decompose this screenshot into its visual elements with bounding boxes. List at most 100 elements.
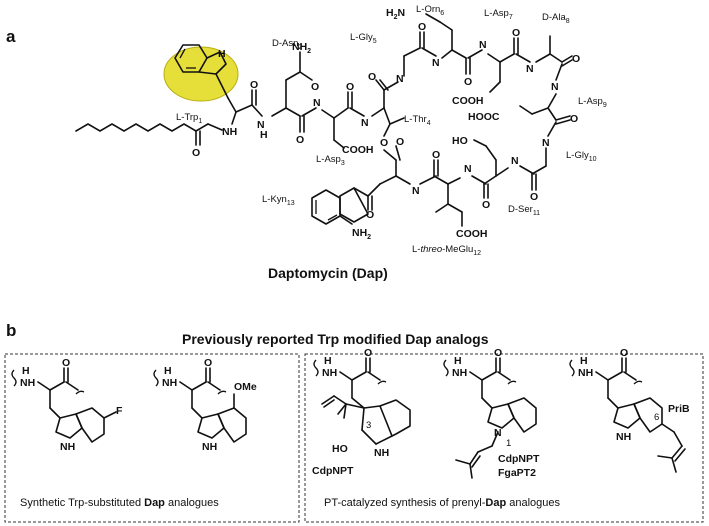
kyn-nh2: NH2: [352, 227, 371, 241]
asp9-n: N: [551, 81, 559, 93]
asn-n: N: [313, 97, 321, 109]
synthetic-analogues-box: [4, 353, 300, 523]
trp-nh-h: H: [260, 129, 268, 141]
analogue-n1-prenyl: NH H O N 1 CdpNPT FgaPT2: [443, 347, 540, 479]
svg-text:1: 1: [506, 438, 511, 449]
orn-h2n: H2N: [386, 7, 405, 21]
asp3-cooh: COOH: [342, 144, 374, 156]
svg-text:H: H: [22, 365, 30, 377]
asp7-n: N: [479, 39, 487, 51]
compound-title: Daptomycin (Dap): [268, 265, 388, 281]
label-meglu12: L-threo-MeGlu12: [412, 244, 481, 257]
enzyme-prib: PriB: [668, 403, 690, 415]
ala-n: N: [526, 63, 534, 75]
analogue-5-methoxy: NH H O OMe NH: [153, 357, 257, 453]
label-gly10: L-Gly10: [566, 150, 597, 163]
asp7-cooh: COOH: [452, 95, 484, 107]
svg-text:O: O: [62, 357, 70, 369]
svg-text:NH: NH: [20, 377, 35, 389]
decanoyl-chain: [75, 123, 209, 132]
asp9-carbonyl-o: O: [570, 113, 578, 125]
label-asp9: L-Asp9: [578, 96, 607, 109]
label-trp1: L-Trp1: [176, 112, 202, 125]
ser-n: N: [511, 155, 519, 167]
analogue-5-fluoro: NH H O F NH: [11, 357, 123, 453]
svg-text:NH: NH: [374, 447, 389, 459]
kyn-n: N: [412, 185, 420, 197]
enzyme-cdpnpt-1: CdpNPT: [312, 465, 354, 477]
svg-text:NH: NH: [162, 377, 177, 389]
label-gly5: L-Gly5: [350, 32, 377, 45]
panel-b-label: b: [6, 321, 16, 340]
svg-text:O: O: [204, 357, 212, 369]
asp3-carbonyl-o: O: [346, 81, 354, 93]
thr-ester-o: O: [380, 137, 388, 149]
enzyme-cdpnpt-2: CdpNPT: [498, 453, 540, 465]
meglu-carbonyl-o: O: [432, 149, 440, 161]
asp9-hooc: HOOC: [468, 111, 500, 123]
fluoro-label: F: [116, 405, 123, 417]
kyn-ketone-o: O: [366, 209, 374, 221]
svg-text:NH: NH: [578, 367, 593, 379]
ala-carbonyl-o: O: [572, 53, 580, 65]
label-thr4: L-Thr4: [404, 114, 431, 127]
indole-pyrrole: [198, 51, 227, 75]
svg-text:NH: NH: [452, 367, 467, 379]
svg-text:N: N: [494, 427, 502, 439]
thr-gly-n: N: [396, 73, 404, 85]
label-asp7: L-Asp7: [484, 8, 513, 21]
asp3-n: N: [361, 117, 369, 129]
svg-text:O: O: [620, 347, 628, 359]
svg-text:NH: NH: [322, 367, 337, 379]
gly10-n: N: [542, 137, 550, 149]
panel-a-label: a: [6, 27, 16, 46]
gly5-carbonyl-o: O: [418, 21, 426, 33]
kyn-benzene: [339, 187, 369, 223]
kyn-ester-carbonyl-o: O: [396, 136, 404, 148]
asn-nh2: NH2: [292, 41, 311, 55]
ser-ho: HO: [452, 135, 468, 147]
analogue-c6-prenyl: NH H O 6 PriB NH: [569, 347, 690, 473]
label-kyn13: L-Kyn13: [262, 194, 295, 207]
acyl-oxygen: O: [192, 147, 200, 159]
svg-text:3: 3: [366, 420, 371, 431]
ser-carbonyl-o: O: [482, 199, 490, 211]
trp-highlight: [163, 46, 239, 102]
asp7-carbonyl-o: O: [512, 27, 520, 39]
left-caption: Synthetic Trp-substituted Dap analogues: [20, 497, 219, 509]
svg-text:NH: NH: [202, 441, 217, 453]
svg-text:NH: NH: [616, 431, 631, 443]
panel-b-title: Previously reported Trp modified Dap ana…: [182, 331, 489, 347]
gly10-carbonyl-o: O: [530, 191, 538, 203]
svg-text:O: O: [364, 347, 372, 359]
orn-n: N: [432, 57, 440, 69]
meglu-n: N: [464, 163, 472, 175]
acyl-nh: NH: [222, 126, 237, 138]
thr-carbonyl-o: O: [368, 71, 376, 83]
prenyl-analogues-box: [304, 353, 704, 523]
svg-text:HO: HO: [332, 443, 348, 455]
svg-text:H: H: [164, 365, 172, 377]
orn-carbonyl-o: O: [464, 76, 472, 88]
methoxy-label: OMe: [234, 381, 257, 393]
indole-nh: H: [218, 48, 226, 60]
svg-text:H: H: [454, 355, 462, 367]
svg-text:O: O: [494, 347, 502, 359]
label-ala8: D-Ala8: [542, 12, 570, 25]
label-ser11: D-Ser11: [508, 204, 540, 217]
svg-text:H: H: [324, 355, 332, 367]
label-orn6: L-Orn6: [416, 4, 444, 17]
svg-text:NH: NH: [60, 441, 75, 453]
asn-carbonyl-o: O: [296, 134, 304, 146]
analogue-c3-prenyl: NH H O 3 HO NH CdpNPT: [312, 347, 411, 477]
trp-carbonyl-o: O: [250, 79, 258, 91]
label-asp3: L-Asp3: [316, 154, 345, 167]
asn-side-o: O: [311, 81, 319, 93]
right-caption: PT-catalyzed synthesis of prenyl-Dap ana…: [324, 497, 561, 509]
label-asn2: D-Asn2: [272, 38, 302, 51]
svg-text:H: H: [580, 355, 588, 367]
enzyme-fgapt2: FgaPT2: [498, 467, 536, 479]
trp-n: N: [257, 119, 265, 131]
meglu-cooh: COOH: [456, 228, 488, 240]
